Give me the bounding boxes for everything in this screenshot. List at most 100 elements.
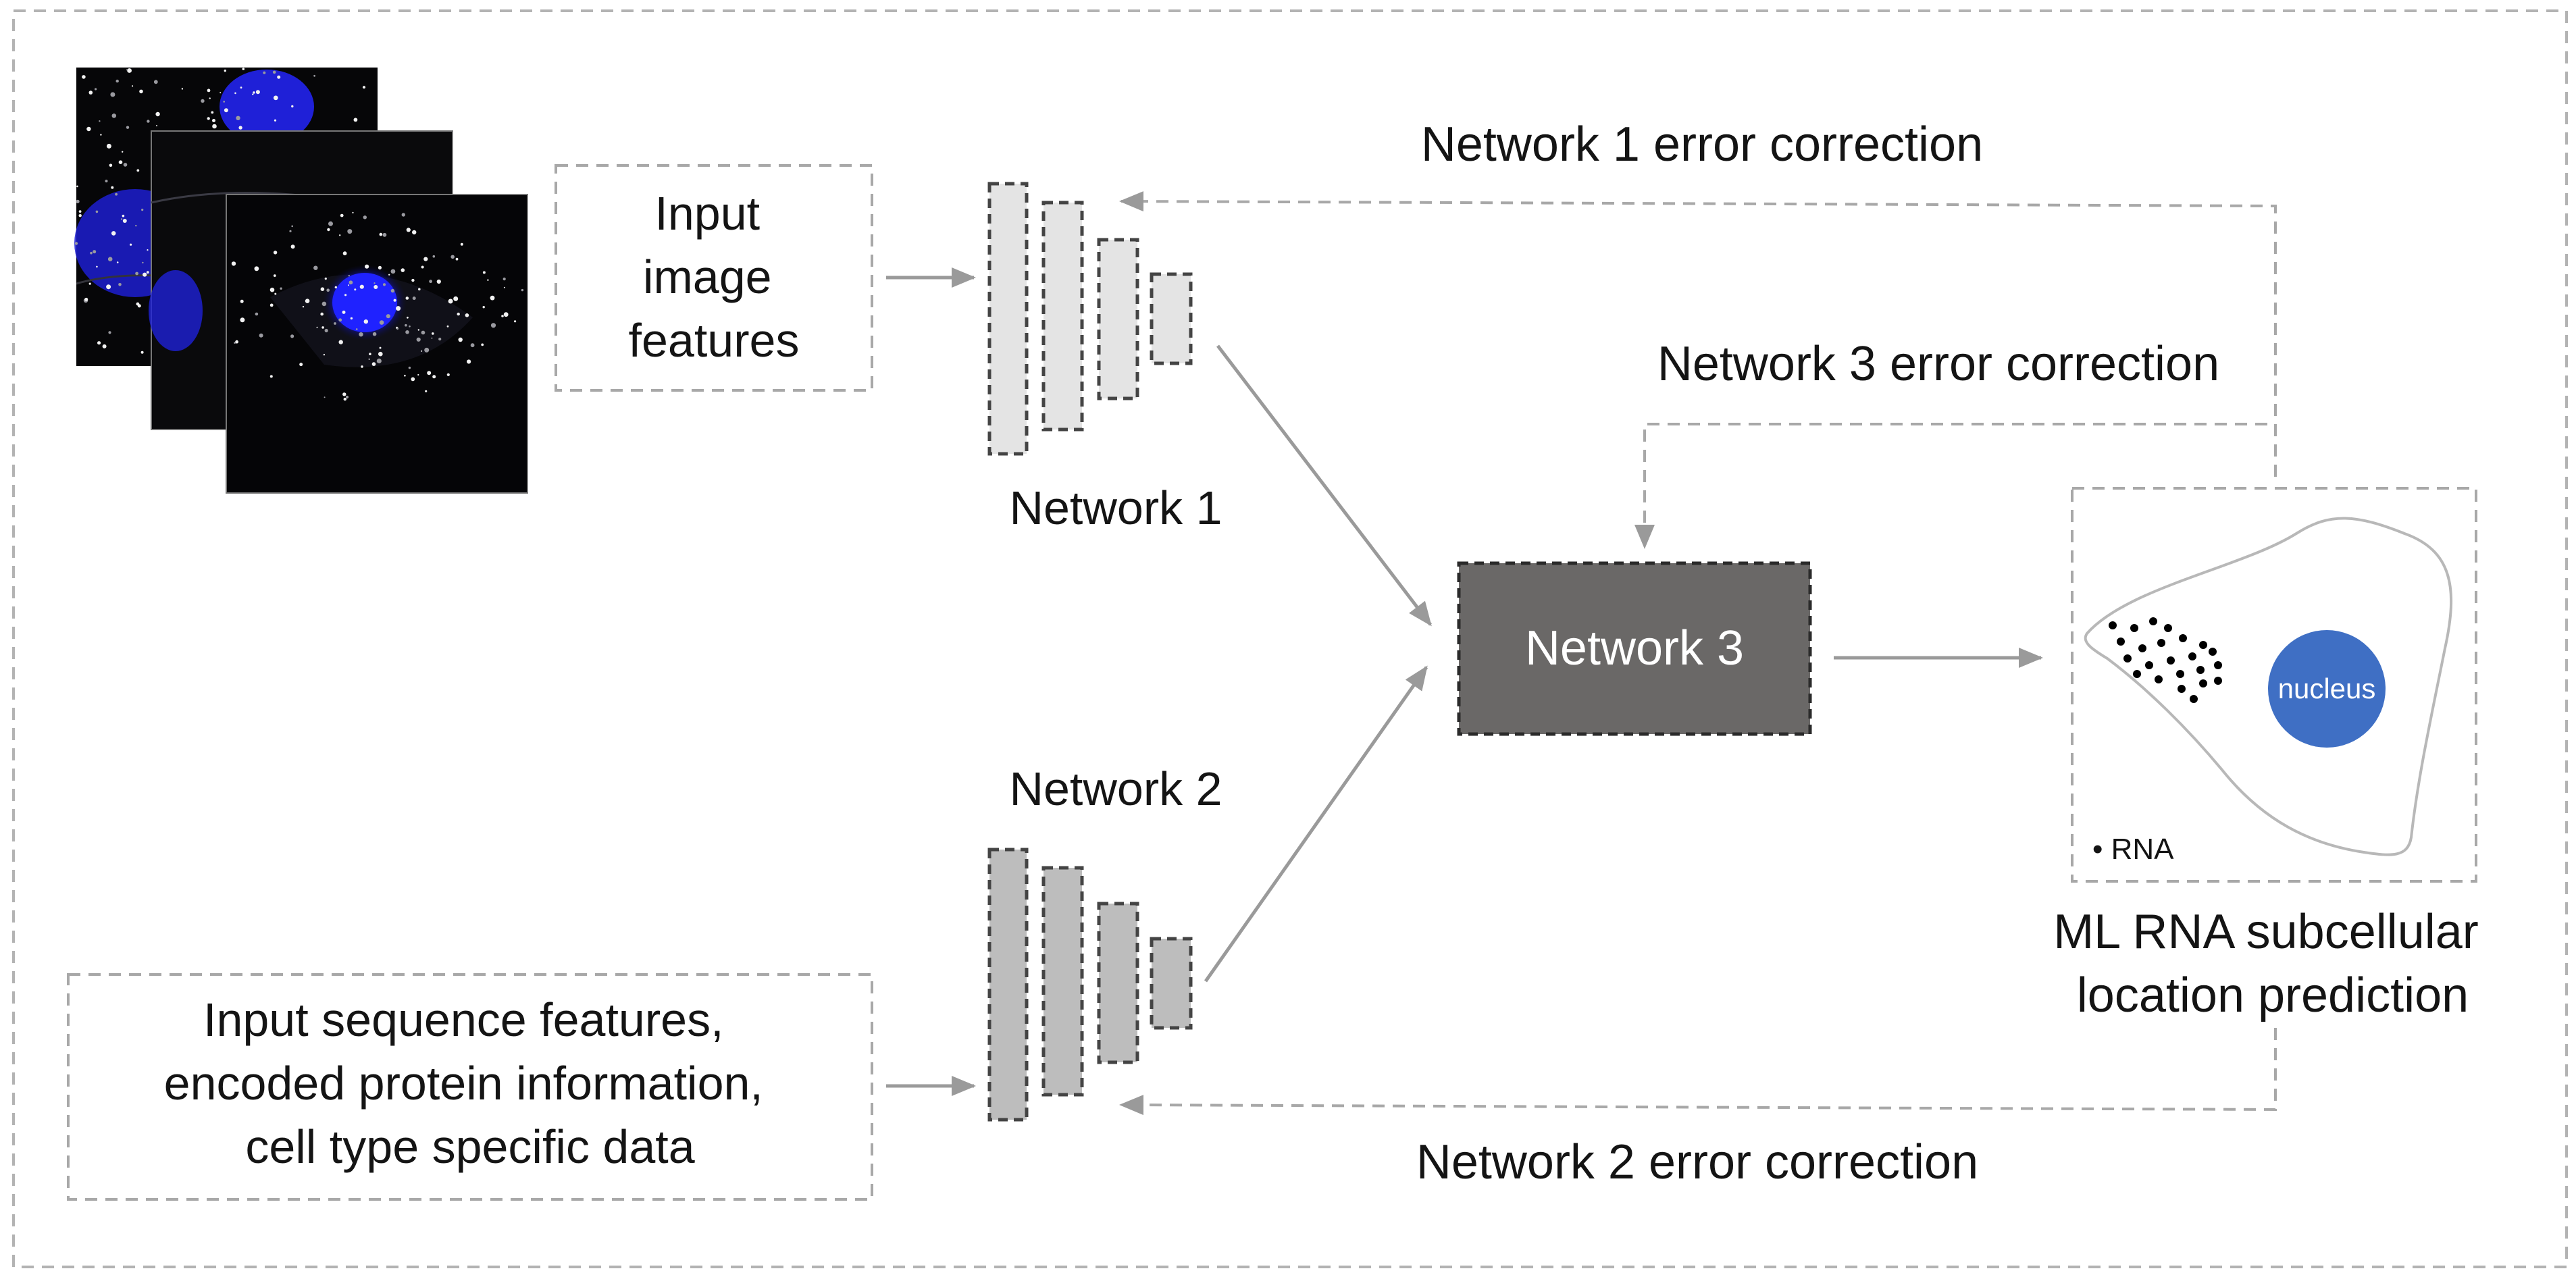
speckle-dot bbox=[404, 374, 406, 377]
speckle-dot bbox=[379, 346, 382, 349]
rna-speckles bbox=[74, 68, 524, 401]
speckle-dot bbox=[378, 351, 383, 357]
speckle-dot bbox=[365, 264, 369, 269]
arrow-icon bbox=[1204, 665, 1428, 983]
speckle-dot bbox=[135, 225, 137, 227]
speckle-dot bbox=[326, 288, 330, 292]
speckle-dot bbox=[110, 92, 115, 97]
speckle-dot bbox=[290, 334, 294, 338]
speckle-dot bbox=[417, 373, 419, 376]
speckle-dot bbox=[106, 284, 111, 290]
speckle-dot bbox=[349, 280, 353, 285]
speckle-dot bbox=[107, 257, 113, 262]
speckle-dot bbox=[95, 210, 99, 213]
speckle-dot bbox=[371, 362, 376, 366]
speckle-dot bbox=[127, 68, 132, 73]
speckle-dot bbox=[503, 286, 505, 288]
speckle-dot bbox=[115, 79, 119, 83]
speckle-dot bbox=[118, 160, 123, 164]
speckle-dot bbox=[421, 330, 426, 335]
speckle-dot bbox=[417, 329, 419, 331]
speckle-dot bbox=[135, 271, 139, 276]
speckle-dot bbox=[108, 331, 111, 334]
speckle-dot bbox=[342, 251, 347, 256]
network1-error-label: Network 1 error correction bbox=[1421, 118, 1983, 172]
speckle-dot bbox=[482, 271, 486, 274]
speckle-dot bbox=[302, 306, 305, 308]
speckle-dot bbox=[207, 88, 211, 93]
speckle-dot bbox=[482, 306, 485, 309]
speckle-dot bbox=[236, 115, 240, 120]
speckle-dot bbox=[412, 296, 416, 301]
speckle-dot bbox=[105, 180, 108, 183]
speckle-dot bbox=[143, 272, 147, 277]
speckle-dot bbox=[95, 88, 97, 90]
speckle-dot bbox=[140, 350, 144, 354]
speckle-dot bbox=[153, 80, 158, 84]
speckle-dot bbox=[155, 111, 160, 117]
speckle-dot bbox=[334, 286, 337, 289]
speckle-dot bbox=[408, 366, 411, 369]
speckle-dot bbox=[342, 392, 346, 396]
speckle-dot bbox=[379, 320, 384, 325]
speckle-dot bbox=[97, 341, 101, 345]
speckle-dot bbox=[421, 265, 424, 269]
speckle-dot bbox=[259, 333, 263, 338]
speckle-dot bbox=[273, 251, 278, 255]
speckle-dot bbox=[76, 185, 78, 188]
network2-label: Network 2 bbox=[1009, 762, 1222, 815]
speckle-dot bbox=[116, 261, 119, 263]
speckle-dot bbox=[90, 251, 93, 255]
speckle-dot bbox=[388, 274, 390, 276]
speckle-dot bbox=[96, 265, 98, 268]
micrograph-stack-image bbox=[74, 68, 528, 494]
speckle-dot bbox=[412, 230, 417, 235]
network2-layers bbox=[987, 848, 1193, 1122]
speckle-dot bbox=[139, 89, 143, 94]
speckle-dot bbox=[382, 232, 387, 237]
input-sequence-box bbox=[67, 973, 873, 1201]
speckle-dot bbox=[93, 250, 97, 254]
speckle-dot bbox=[438, 338, 442, 341]
speckle-dot bbox=[363, 215, 367, 219]
outer-frame bbox=[12, 9, 2568, 1268]
speckle-dot bbox=[106, 143, 111, 149]
nucleus-label: nucleus bbox=[2278, 673, 2376, 704]
speckle-dot bbox=[130, 243, 132, 246]
error-correction-paths bbox=[1119, 191, 2277, 1116]
speckle-dot bbox=[280, 287, 282, 290]
speckle-dot bbox=[273, 274, 276, 277]
speckle-dot bbox=[274, 292, 277, 295]
speckle-dot bbox=[334, 322, 336, 325]
speckle-dot bbox=[115, 192, 118, 196]
speckle-dot bbox=[338, 340, 343, 344]
speckle-dot bbox=[324, 328, 328, 333]
speckle-dot bbox=[379, 232, 383, 236]
speckle-dot bbox=[321, 301, 327, 307]
speckle-dot bbox=[290, 244, 295, 249]
network1-label: Network 1 bbox=[1009, 482, 1222, 534]
speckle-dot bbox=[136, 169, 140, 172]
speckle-dot bbox=[432, 255, 436, 258]
speckle-dot bbox=[386, 314, 390, 319]
input-image-box bbox=[555, 164, 873, 392]
speckle-dot bbox=[211, 111, 214, 114]
speckle-dot bbox=[327, 228, 330, 232]
input-sequence-label: Input sequence features, encoded protein… bbox=[164, 993, 777, 1173]
speckle-dot bbox=[253, 91, 255, 94]
speckle-dot bbox=[503, 278, 506, 281]
speckle-dot bbox=[212, 124, 217, 129]
speckle-dot bbox=[457, 312, 460, 316]
speckle-dot bbox=[254, 266, 259, 271]
speckle-dot bbox=[240, 317, 245, 323]
speckle-dot bbox=[390, 288, 395, 293]
speckle-dot bbox=[490, 323, 496, 328]
speckle-dot bbox=[209, 97, 211, 99]
speckle-dot bbox=[291, 225, 294, 228]
speckle-dot bbox=[470, 343, 475, 348]
speckle-dot bbox=[446, 373, 450, 377]
speckle-dot bbox=[521, 288, 524, 292]
speckle-dot bbox=[340, 213, 344, 217]
speckle-dot bbox=[224, 108, 228, 113]
speckle-dot bbox=[82, 75, 86, 79]
